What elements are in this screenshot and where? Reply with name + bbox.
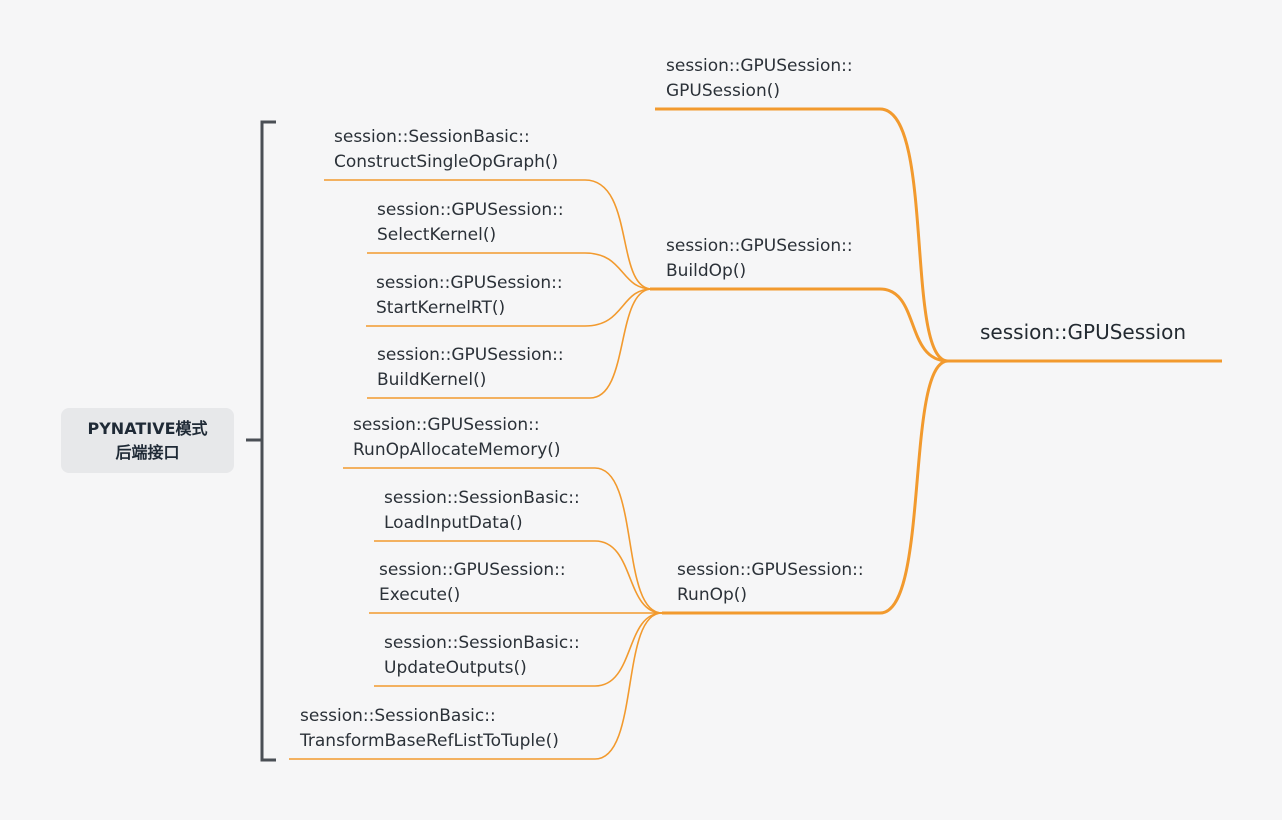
node-line2: GPUSession() [666, 81, 780, 101]
connector-selectkernel [367, 252, 653, 290]
left-box-line1: PYNATIVE模式 [87, 418, 208, 438]
node-line1: session::SessionBasic:: [334, 127, 530, 147]
connector-gpusession [655, 107, 949, 363]
connector-constructsingleopgraph [324, 179, 653, 290]
pynative-backend-interface-box[interactable]: PYNATIVE模式 后端接口 [61, 408, 234, 473]
left-box-line2: 后端接口 [115, 442, 180, 462]
connector-transformbasereflisttotuple [289, 612, 663, 760]
connector-loadinputdata [374, 540, 663, 614]
connector-startkernelrt [366, 288, 653, 327]
connector-runop [662, 359, 949, 615]
node-runopallocatememory[interactable]: session::GPUSession:: RunOpAllocateMemor… [353, 413, 561, 463]
node-line1: session::SessionBasic:: [384, 633, 580, 653]
node-line1: session::GPUSession:: [376, 273, 563, 293]
connector-buildkernel [367, 288, 653, 399]
node-line2: BuildKernel() [377, 370, 487, 390]
node-line1: session::GPUSession:: [677, 560, 864, 580]
node-updateoutputs[interactable]: session::SessionBasic:: UpdateOutputs() [384, 631, 580, 681]
node-selectkernel[interactable]: session::GPUSession:: SelectKernel() [377, 198, 564, 248]
node-line1: session::GPUSession:: [377, 345, 564, 365]
node-line2: UpdateOutputs() [384, 658, 527, 678]
node-line1: session::GPUSession:: [666, 236, 853, 256]
node-line2: BuildOp() [666, 261, 747, 281]
connector-updateoutputs [374, 612, 663, 687]
node-line1: session::GPUSession:: [666, 56, 853, 76]
node-line2: SelectKernel() [377, 225, 497, 245]
node-execute[interactable]: session::GPUSession:: Execute() [379, 558, 566, 608]
connector-runopallocatememory [343, 467, 663, 614]
node-buildop[interactable]: session::GPUSession:: BuildOp() [666, 234, 853, 284]
node-line2: Execute() [379, 585, 461, 605]
node-line2: StartKernelRT() [376, 298, 506, 318]
node-line2: TransformBaseRefListToTuple() [300, 731, 559, 751]
root-node-label[interactable]: session::GPUSession [980, 320, 1187, 344]
node-line1: session::GPUSession:: [377, 200, 564, 220]
connector-buildop [650, 287, 949, 363]
node-line2: RunOpAllocateMemory() [353, 440, 561, 460]
node-startkernelrt[interactable]: session::GPUSession:: StartKernelRT() [376, 271, 563, 321]
node-line2: LoadInputData() [384, 513, 523, 533]
node-line2: RunOp() [677, 585, 748, 605]
node-loadinputdata[interactable]: session::SessionBasic:: LoadInputData() [384, 486, 580, 536]
node-line2: ConstructSingleOpGraph() [334, 152, 559, 172]
node-line1: session::GPUSession:: [353, 415, 540, 435]
node-gpusession-constructor[interactable]: session::GPUSession:: GPUSession() [666, 54, 853, 104]
node-line1: session::GPUSession:: [379, 560, 566, 580]
bracket [246, 120, 276, 762]
node-constructsingleopgraph[interactable]: session::SessionBasic:: ConstructSingleO… [334, 125, 558, 175]
node-transformbasereflisttotuple[interactable]: session::SessionBasic:: TransformBaseRef… [300, 704, 559, 754]
node-runop[interactable]: session::GPUSession:: RunOp() [677, 558, 864, 608]
node-line1: session::SessionBasic:: [300, 706, 496, 726]
node-buildkernel[interactable]: session::GPUSession:: BuildKernel() [377, 343, 564, 393]
node-line1: session::SessionBasic:: [384, 488, 580, 508]
